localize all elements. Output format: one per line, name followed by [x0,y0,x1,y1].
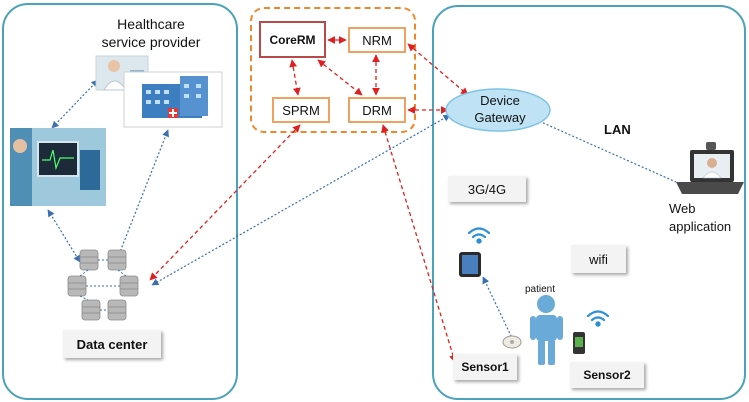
database-cluster-icon [67,249,139,321]
link-hospital-datacenter [115,129,169,263]
healthcare-provider-label: Healthcare service provider [86,15,216,51]
hospital-icon [123,71,223,128]
data-center-label: Data center [63,330,161,358]
device-gateway-line1: Device [480,93,520,108]
laptop-icon [676,142,744,194]
nrm-node: NRM [348,27,406,53]
device-gateway-node [445,88,551,132]
healthcare-provider-line1: Healthcare [117,16,185,32]
patient-icon [530,295,563,365]
database-interlinks [79,259,127,311]
link-doctor-icu [51,79,99,129]
link-nrm-gateway [407,43,469,96]
network-wifi-label: wifi [571,245,626,273]
web-application-label: Web application [669,200,731,236]
device-gateway-label: Device Gateway [460,92,540,126]
tablet-icon [459,252,481,277]
link-drm-sensor1 [381,124,457,363]
link-sprm-datacenter [149,124,301,281]
sensor1-label: Sensor1 [453,354,517,380]
wifi-icon-sensor2 [586,310,610,327]
icu-monitor-icon [10,128,106,206]
patient-label: patient [525,284,556,295]
web-application-line1: Web [669,201,696,216]
link-corerm-drm [317,59,363,96]
core-rm-node: CoreRM [259,21,326,58]
link-icu-datacenter [47,209,81,263]
sensor2-label: Sensor2 [570,362,644,388]
healthcare-provider-line2: service provider [101,34,201,50]
wifi-icon [467,227,491,244]
sensor-pad-icon [502,335,522,349]
device-gateway-line2: Gateway [474,110,526,125]
sprm-node: SPRM [272,97,330,123]
drm-node: DRM [348,97,406,123]
link-tablet-sensor1 [482,276,513,339]
network-3g4g-label: 3G/4G [448,176,526,202]
link-corerm-sprm [289,59,301,96]
web-application-line2: application [669,219,732,234]
link-gateway-datacenter [151,114,451,286]
lan-label: LAN [604,122,631,137]
watch-sensor-icon [573,332,585,354]
